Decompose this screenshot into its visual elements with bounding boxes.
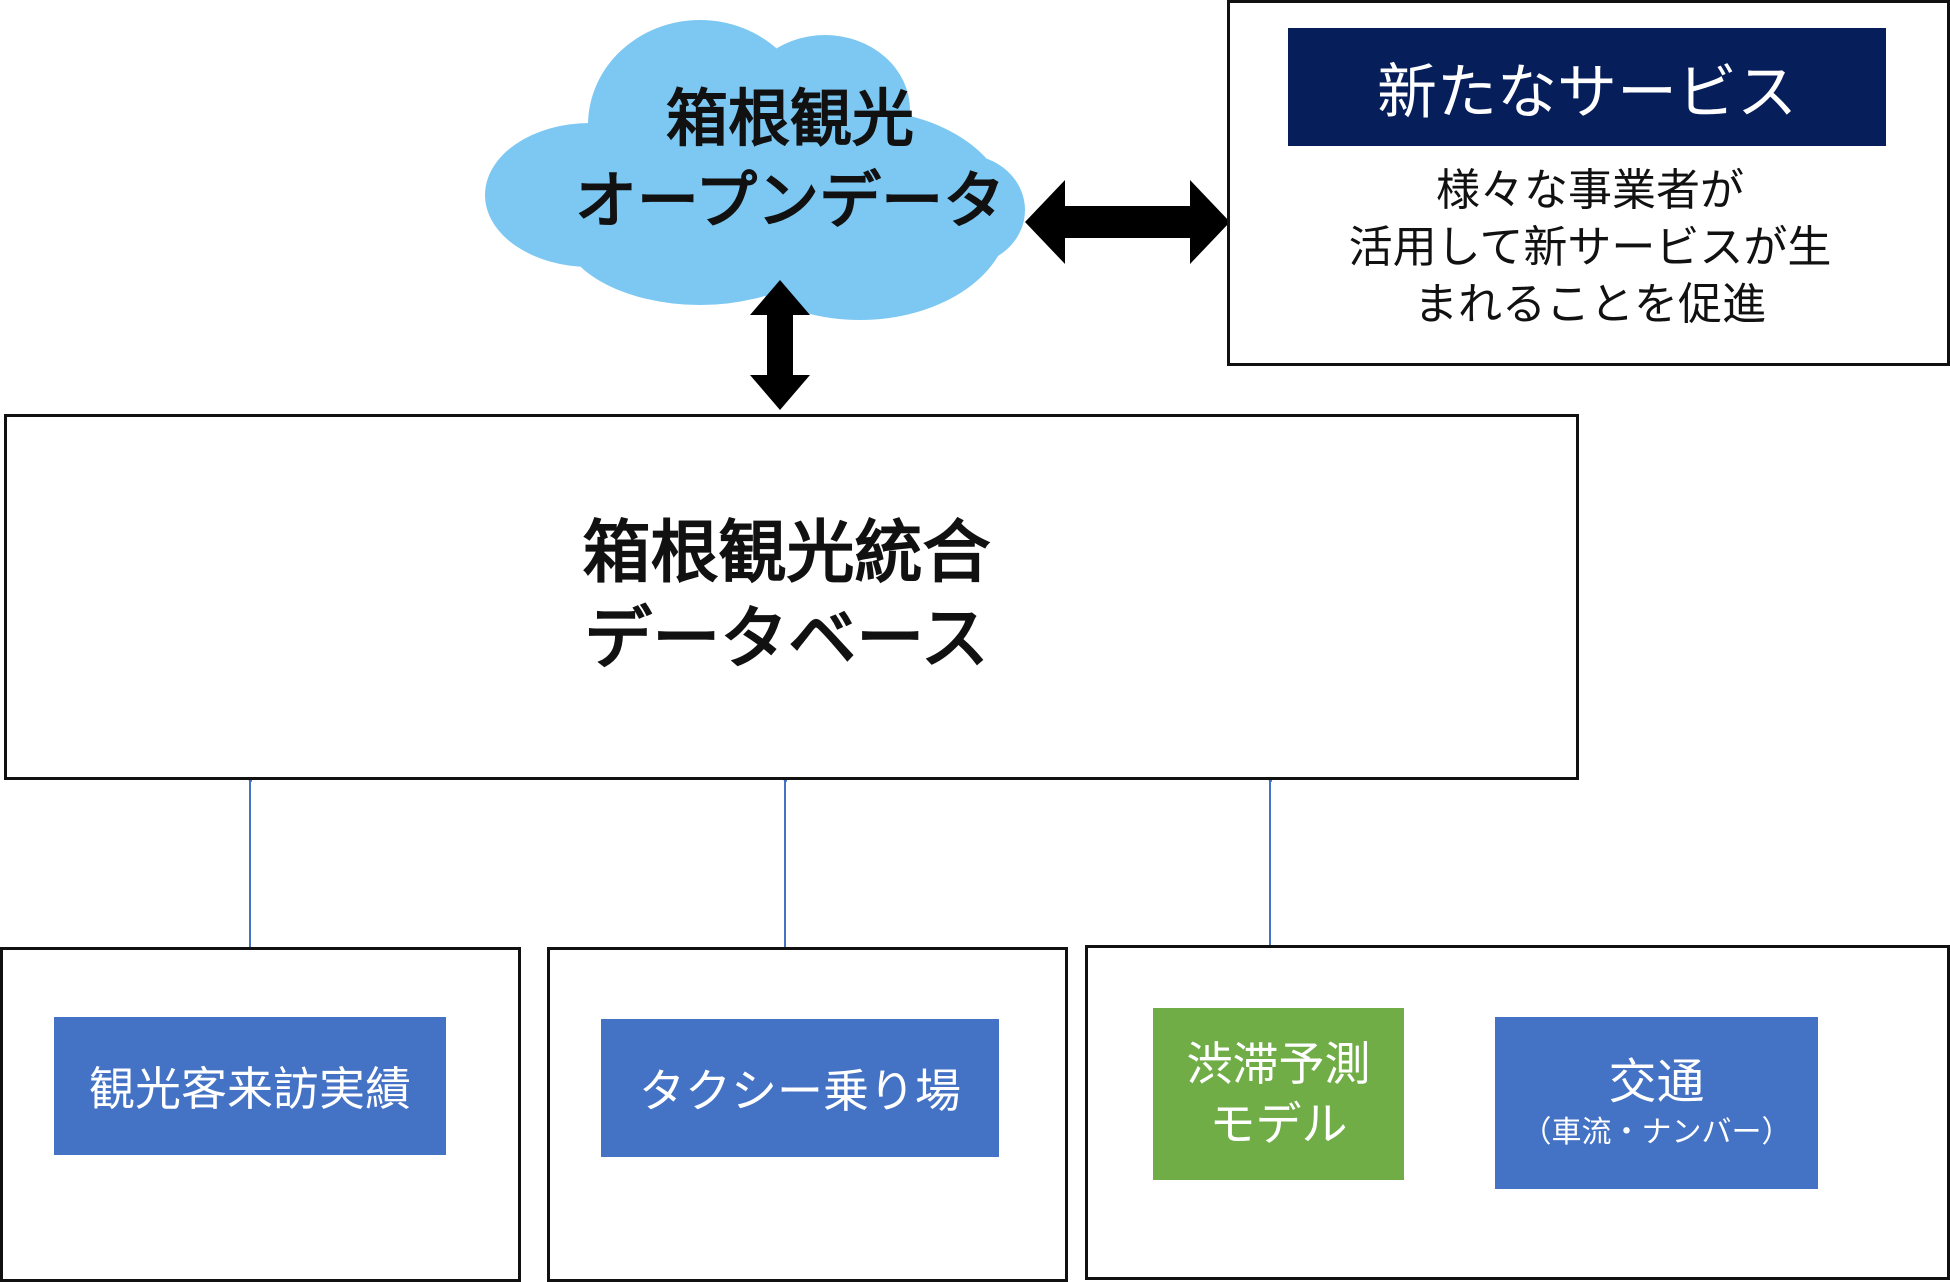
traffic-line1: 交通 <box>1608 1054 1705 1110</box>
visitor-record-label: 観光客来訪実績 <box>89 1062 411 1116</box>
congestion-model-box: 渋滞予測 モデル <box>1153 1008 1404 1180</box>
visitor-record-box: 観光客来訪実績 <box>54 1017 446 1155</box>
open-data-cloud <box>485 20 1025 320</box>
new-service-description: 様々な事業者が 活用して新サービスが生 まれることを促進 <box>1240 162 1940 333</box>
cloud-label-line2: オープンデータ <box>574 164 1006 237</box>
congestion-model-line1: 渋滞予測 <box>1186 1037 1371 1091</box>
double-arrow-vertical <box>750 280 810 410</box>
database-label-line2: データベース <box>584 600 989 679</box>
new-service-desc-line2: 活用して新サービスが生 <box>1348 222 1832 273</box>
new-service-desc-line3: まれることを促進 <box>1414 279 1766 330</box>
double-arrow-horizontal <box>1025 180 1230 264</box>
traffic-line2: （車流・ナンバー） <box>1521 1115 1792 1150</box>
new-service-title-banner: 新たなサービス <box>1288 28 1886 146</box>
database-label-line1: 箱根観光統合 <box>582 514 991 593</box>
taxi-stand-label: タクシー乗り場 <box>639 1064 961 1118</box>
integrated-database-box: 箱根観光統合 データベース <box>4 414 1579 780</box>
traffic-box: 交通 （車流・ナンバー） <box>1495 1017 1818 1189</box>
taxi-stand-box: タクシー乗り場 <box>601 1019 999 1157</box>
cloud-label: 箱根観光 オープンデータ <box>560 78 1020 242</box>
cloud-label-line1: 箱根観光 <box>665 82 914 155</box>
new-service-title: 新たなサービス <box>1377 57 1797 128</box>
congestion-model-line2: モデル <box>1209 1097 1348 1151</box>
new-service-desc-line1: 様々な事業者が <box>1436 165 1744 216</box>
